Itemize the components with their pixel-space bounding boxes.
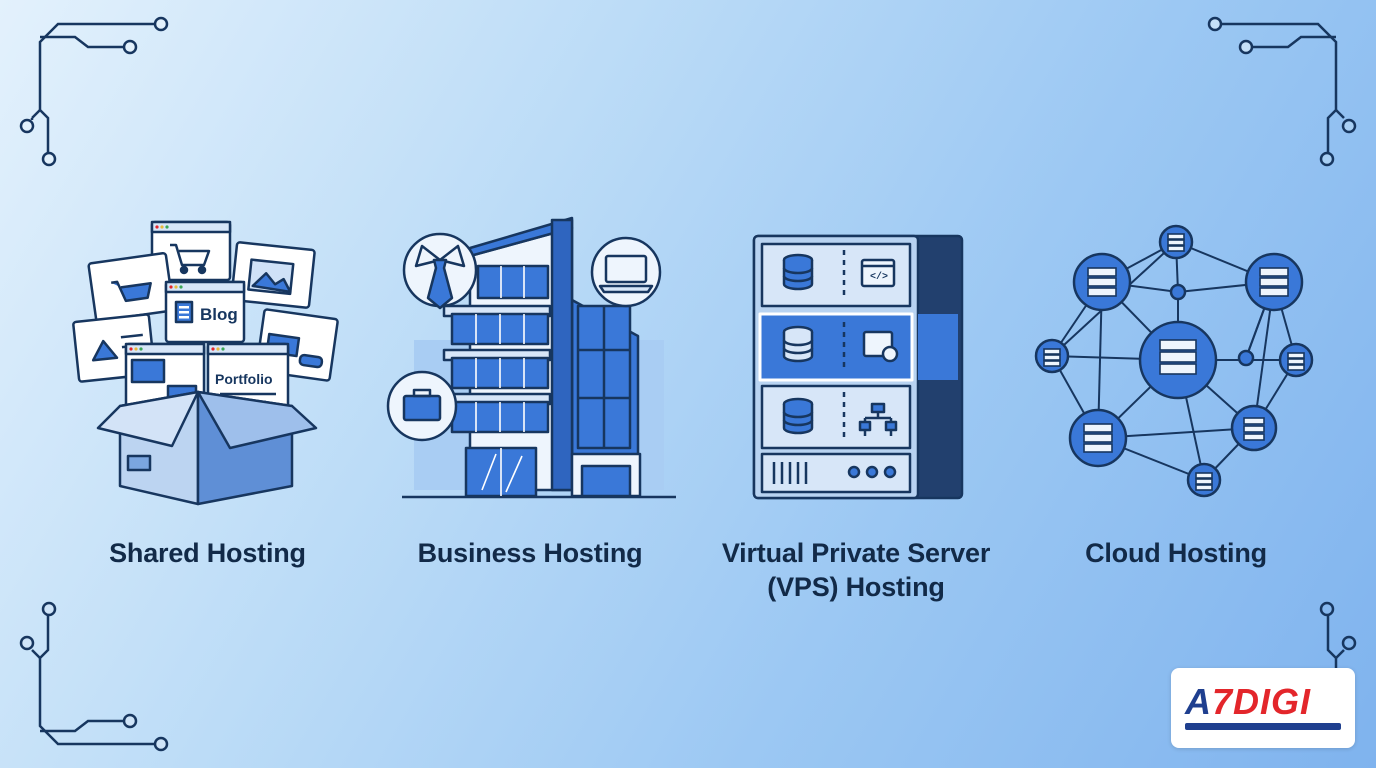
brand-logo-a: A (1185, 681, 1212, 722)
circuit-corner-bottom-left (19, 601, 169, 752)
brand-logo-digi: DIGI (1233, 681, 1312, 722)
business-building-icon (386, 216, 676, 499)
cloud-network-icon (1034, 224, 1314, 498)
vps-hosting-label-line1: Virtual Private Server (721, 538, 991, 568)
vps-server-rack-icon: </> (752, 234, 964, 500)
business-hosting-label: Business Hosting (417, 538, 643, 568)
circuit-corner-top-right (1207, 16, 1357, 167)
circuit-corner-top-left (19, 16, 169, 167)
shared-hosting-label: Shared Hosting (109, 538, 306, 568)
brand-logo-tagline-bar (1185, 723, 1341, 730)
blog-tile-label: Blog (200, 305, 238, 324)
svg-text:</>: </> (870, 271, 888, 283)
vps-hosting-label-line2: (VPS) Hosting (767, 572, 945, 602)
cloud-hosting-label: Cloud Hosting (1085, 538, 1267, 568)
brand-logo-wordmark: A7DIGI (1185, 682, 1311, 722)
portfolio-tile-label: Portfolio (215, 371, 273, 387)
brand-logo-7: 7 (1212, 681, 1234, 722)
shared-hosting-box-icon: Blog Portfolio (72, 220, 339, 506)
brand-logo: A7DIGI (1171, 668, 1355, 748)
